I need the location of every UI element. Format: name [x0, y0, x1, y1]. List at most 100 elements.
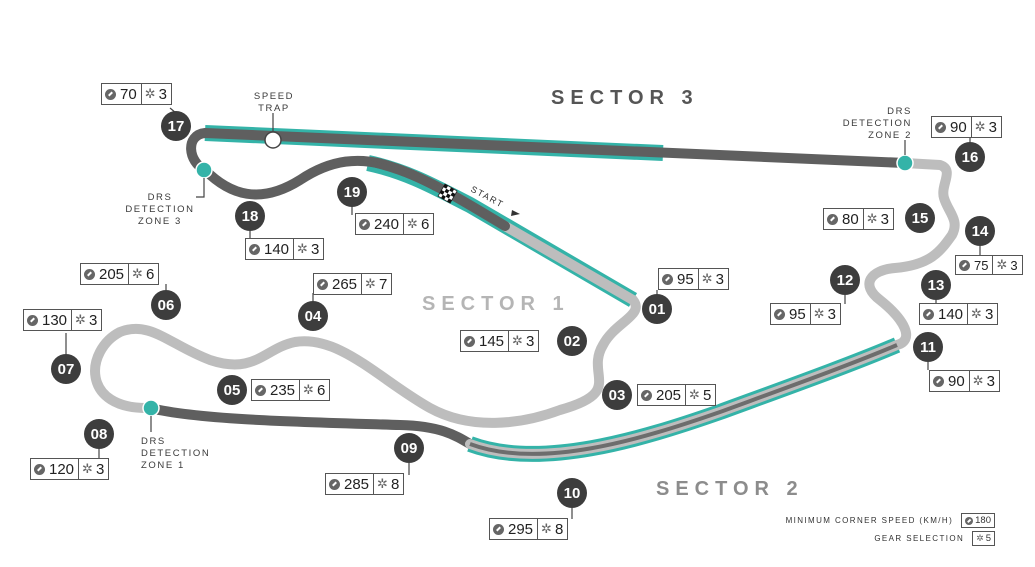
corner-info-19: 240 ✲6	[355, 213, 435, 235]
corner-speed: 235	[270, 381, 296, 399]
corner-gear: 3	[715, 270, 724, 288]
corner-badge-18: 18	[235, 201, 265, 231]
corner-info-12: 95 ✲3	[770, 303, 841, 325]
corner-speed: 145	[479, 332, 505, 350]
corner-gear: 3	[95, 460, 105, 478]
corner-info-01: 95 ✲3	[658, 268, 729, 290]
speedometer-icon	[84, 268, 95, 280]
corner-info-04: 265 ✲7	[313, 273, 393, 295]
corner-gear: 6	[420, 215, 430, 233]
corner-badge-14: 14	[965, 216, 995, 246]
corner-badge-07: 07	[51, 354, 81, 384]
corner-gear: 3	[988, 118, 997, 136]
speedometer-icon	[641, 389, 652, 401]
speedometer-icon	[827, 213, 838, 225]
corner-info-13: 140 ✲3	[919, 303, 999, 325]
start-direction-arrow-icon	[511, 210, 520, 216]
gear-icon: ✲	[996, 257, 1008, 272]
corner-speed: 120	[49, 460, 75, 478]
gear-icon: ✲	[132, 266, 143, 281]
speedometer-icon	[965, 516, 974, 525]
corner-gear: 3	[158, 85, 167, 103]
corner-gear: 7	[378, 275, 388, 293]
corner-badge-10: 10	[557, 478, 587, 508]
track-sector-3	[186, 128, 910, 231]
corner-gear: 3	[525, 332, 535, 350]
corner-speed: 75	[974, 257, 989, 273]
corner-info-02: 145 ✲3	[460, 330, 540, 352]
gear-icon: ✲	[971, 306, 982, 321]
speedometer-icon	[255, 384, 266, 396]
legend-gear: GEAR SELECTION ✲5	[874, 531, 995, 546]
corner-badge-19: 19	[337, 177, 367, 207]
corner-info-10: 295 ✲8	[489, 518, 569, 540]
corner-info-14: 75 ✲3	[955, 255, 1023, 275]
corner-speed: 140	[938, 305, 964, 323]
corner-badge-02: 02	[557, 326, 587, 356]
gear-icon: ✲	[377, 476, 388, 491]
corner-speed: 90	[950, 118, 967, 136]
corner-badge-17: 17	[161, 111, 191, 141]
track-sector-2-centerline	[469, 343, 898, 456]
corner-gear: 3	[984, 305, 994, 323]
corner-info-03: 205 ✲5	[637, 384, 717, 406]
track-sector-2-dark	[145, 403, 475, 449]
corner-gear: 5	[702, 386, 712, 404]
corner-speed: 80	[842, 210, 859, 228]
speedometer-icon	[27, 314, 38, 326]
gear-icon: ✲	[701, 271, 713, 286]
gear-icon: ✲	[75, 312, 86, 327]
speed-trap-point	[264, 131, 282, 149]
corner-speed: 95	[677, 270, 694, 288]
legend-gear-key: ✲5	[972, 531, 995, 546]
corner-speed: 205	[656, 386, 682, 404]
gear-icon: ✲	[689, 387, 700, 402]
gear-icon: ✲	[365, 276, 376, 291]
corner-badge-12: 12	[830, 265, 860, 295]
gear-icon: ✲	[303, 382, 314, 397]
corner-gear: 8	[554, 520, 564, 538]
gear-icon: ✲	[972, 373, 984, 388]
legend-min-speed-key: 180	[961, 513, 995, 528]
corner-badge-13: 13	[921, 270, 951, 300]
corner-badge-15: 15	[905, 203, 935, 233]
track-sector-1	[90, 221, 641, 428]
drs-detection-point-2	[896, 154, 914, 172]
corner-speed: 130	[42, 311, 68, 329]
corner-speed: 240	[374, 215, 400, 233]
legend-min-speed-label: MINIMUM CORNER SPEED (KM/H)	[785, 516, 954, 525]
start-finish-flag	[437, 183, 458, 204]
gear-icon: ✲	[541, 521, 552, 536]
speedometer-icon	[329, 478, 340, 490]
corner-info-18: 140 ✲3	[245, 238, 325, 260]
speedometer-icon	[959, 259, 970, 271]
corner-gear: 3	[986, 372, 995, 390]
corner-badge-04: 04	[298, 301, 328, 331]
corner-speed: 70	[120, 85, 137, 103]
gear-icon: ✲	[813, 306, 825, 321]
track-main-straight-centerline	[367, 160, 507, 229]
speedometer-icon	[105, 88, 116, 100]
corner-info-16: 90 ✲3	[931, 116, 1002, 138]
drs-detection-point-3	[195, 161, 213, 179]
corner-info-08: 120 ✲3	[30, 458, 110, 480]
gear-icon: ✲	[297, 241, 308, 256]
gear-icon: ✲	[82, 461, 93, 476]
sector-3-label: SECTOR 3	[551, 87, 699, 109]
gear-icon: ✲	[976, 533, 984, 543]
gear-icon: ✲	[866, 211, 878, 226]
speedometer-icon	[933, 375, 944, 387]
corner-info-11: 90 ✲3	[929, 370, 1000, 392]
corner-info-09: 285 ✲8	[325, 473, 405, 495]
corner-badge-03: 03	[602, 380, 632, 410]
gear-icon: ✲	[144, 86, 156, 101]
corner-badge-05: 05	[217, 375, 247, 405]
corner-info-06: 205 ✲6	[80, 263, 160, 285]
corner-speed: 265	[332, 275, 358, 293]
legend-gear-example: 5	[985, 533, 991, 544]
